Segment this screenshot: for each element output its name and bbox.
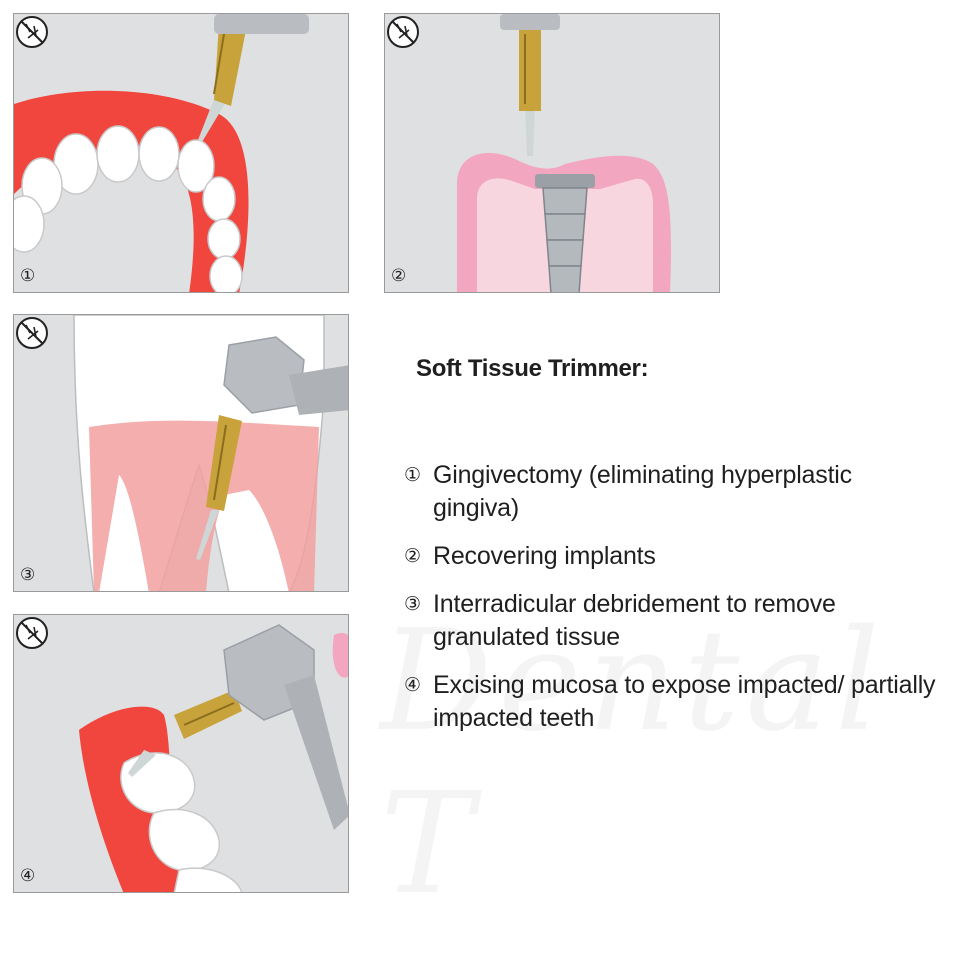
- item-text: Gingivectomy (eliminating hyperplastic g…: [433, 461, 852, 522]
- no-water-spray-icon: [387, 16, 419, 48]
- list-item: ③ Interradicular debridement to remove g…: [400, 588, 940, 654]
- step-number: ②: [391, 266, 407, 286]
- step-number: ④: [20, 866, 36, 886]
- usage-list: ① Gingivectomy (eliminating hyperplastic…: [400, 459, 940, 735]
- list-item: ② Recovering implants: [400, 540, 940, 573]
- list-item: ④ Excising mucosa to expose impacted/ pa…: [400, 669, 940, 735]
- implant-drawing: [457, 14, 671, 292]
- illustration-interradicular-debridement: ③: [13, 314, 349, 592]
- no-water-spray-icon: [16, 16, 48, 48]
- excising-mucosa-drawing: [79, 624, 348, 892]
- illustration-recovering-implants: ②: [384, 13, 720, 293]
- section-title: Soft Tissue Trimmer:: [416, 355, 649, 382]
- item-number: ④: [404, 674, 421, 696]
- no-water-spray-icon: [16, 617, 48, 649]
- no-water-spray-icon: [16, 317, 48, 349]
- step-number: ③: [20, 565, 36, 585]
- description-block: Soft Tissue Trimmer: ① Gingivectomy (eli…: [400, 355, 940, 750]
- illustration-excising-mucosa: ④: [13, 614, 349, 893]
- item-text: Interradicular debridement to remove gra…: [433, 590, 836, 651]
- illustration-gingivectomy: ①: [13, 13, 349, 293]
- list-item: ① Gingivectomy (eliminating hyperplastic…: [400, 459, 940, 525]
- item-text: Excising mucosa to expose impacted/ part…: [433, 671, 936, 732]
- item-number: ①: [404, 464, 421, 486]
- item-number: ②: [404, 545, 421, 567]
- gingivectomy-drawing: [14, 14, 309, 292]
- item-text: Recovering implants: [433, 542, 656, 570]
- item-number: ③: [404, 593, 421, 615]
- step-number: ①: [20, 266, 36, 286]
- debridement-drawing: [73, 315, 348, 591]
